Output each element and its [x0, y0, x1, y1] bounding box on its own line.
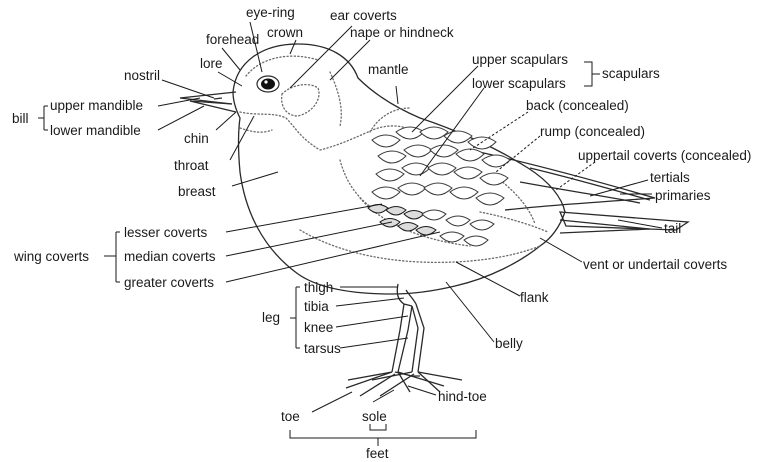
label-toe: toe	[281, 409, 300, 424]
legs	[346, 284, 462, 396]
label-tarsus: tarsus	[304, 341, 341, 356]
label-uppertail-coverts: uppertail coverts (concealed)	[578, 148, 751, 163]
label-chin: chin	[184, 131, 209, 146]
label-scapulars: scapulars	[602, 66, 660, 81]
label-sole: sole	[362, 409, 387, 424]
label-median-coverts: median coverts	[124, 249, 216, 264]
label-forehead: forehead	[206, 32, 259, 47]
label-thigh: thigh	[304, 280, 333, 295]
wing-feathers	[368, 127, 510, 246]
label-flank: flank	[520, 290, 549, 305]
label-lower-mandible: lower mandible	[50, 123, 141, 138]
nostril-mark	[214, 98, 222, 99]
label-bill: bill	[12, 111, 29, 126]
bill-lower	[190, 101, 236, 112]
label-lower-scapulars: lower scapulars	[472, 76, 566, 91]
nape-tract	[330, 72, 341, 126]
bird-illustration	[180, 44, 688, 396]
label-belly: belly	[495, 336, 523, 351]
coverts-tract	[340, 160, 372, 208]
label-crown: crown	[267, 25, 303, 40]
label-lesser-coverts: lesser coverts	[124, 225, 208, 240]
eye-icon	[257, 76, 279, 92]
label-hind-toe: hind-toe	[438, 389, 487, 404]
label-eye-ring: eye-ring	[246, 5, 295, 20]
label-vent: vent or undertail coverts	[583, 257, 727, 272]
labels: eye-ring ear coverts forehead crown nape…	[12, 5, 751, 461]
label-nape: nape or hindneck	[350, 25, 454, 40]
label-ear-coverts: ear coverts	[330, 8, 397, 23]
label-nostril: nostril	[124, 68, 160, 83]
label-rump: rump (concealed)	[540, 124, 645, 139]
label-upper-scapulars: upper scapulars	[472, 52, 568, 67]
label-throat: throat	[174, 158, 209, 173]
label-leg: leg	[262, 310, 280, 325]
label-feet: feet	[366, 446, 389, 461]
label-primaries: primaries	[655, 188, 711, 203]
label-tail: tail	[664, 221, 681, 236]
label-knee: knee	[304, 320, 333, 335]
label-wing-coverts: wing coverts	[13, 249, 89, 264]
label-greater-coverts: greater coverts	[124, 275, 214, 290]
throat-tract	[240, 128, 272, 132]
ear-covert-tract	[282, 85, 319, 116]
flank-tract	[300, 230, 540, 262]
label-tertials: tertials	[650, 170, 690, 185]
label-tibia: tibia	[304, 299, 329, 314]
label-back: back (concealed)	[526, 98, 629, 113]
label-lore: lore	[200, 56, 223, 71]
label-mantle: mantle	[368, 62, 409, 77]
label-breast: breast	[178, 184, 216, 199]
label-upper-mandible: upper mandible	[50, 98, 143, 113]
crown-tract	[246, 56, 318, 76]
